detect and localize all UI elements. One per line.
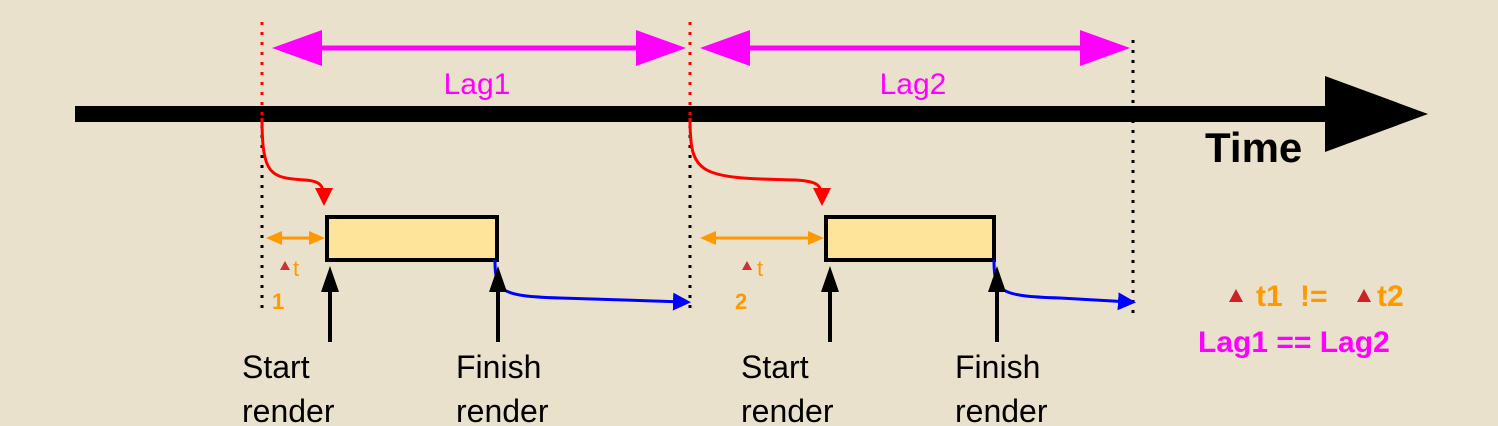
start-render-label-2: render bbox=[242, 393, 335, 426]
time-axis: Time bbox=[75, 76, 1428, 171]
delta-t1-label: t bbox=[293, 256, 299, 281]
delta-icon bbox=[280, 261, 290, 270]
lag2-arrow: Lag2 bbox=[700, 30, 1130, 101]
request-arrow bbox=[260, 117, 333, 206]
conclusion: t1 != t2 Lag1 == Lag2 bbox=[1198, 280, 1404, 359]
request-arrow bbox=[688, 117, 831, 206]
finish-render-label: Finish bbox=[456, 349, 541, 385]
delta-t2-subscript: 2 bbox=[735, 289, 747, 314]
start-render-label-2: render bbox=[741, 393, 834, 426]
finish-render-arrow-icon bbox=[489, 266, 507, 292]
lag1-arrow: Lag1 bbox=[272, 30, 686, 101]
lag2-label: Lag2 bbox=[880, 68, 947, 101]
frame-2: t 2 Start render Finish render bbox=[688, 117, 1136, 426]
render-box bbox=[325, 215, 499, 262]
finish-render-label: Finish bbox=[955, 349, 1040, 385]
delta-t1-arrow bbox=[266, 231, 325, 245]
output-arrow bbox=[992, 259, 1136, 311]
start-render-arrow-icon bbox=[321, 266, 339, 292]
delta-icon bbox=[1229, 289, 1243, 302]
render-box bbox=[824, 215, 996, 262]
delta-t2-arrow bbox=[700, 231, 824, 245]
output-arrow bbox=[493, 259, 691, 311]
start-render-label: Start bbox=[741, 349, 809, 385]
delta-t2-text: t2 bbox=[1377, 280, 1404, 313]
finish-render-label-2: render bbox=[456, 393, 549, 426]
start-render-arrow-icon bbox=[821, 266, 839, 292]
delta-t1-subscript: 1 bbox=[272, 289, 284, 314]
frame-markers bbox=[260, 22, 1135, 315]
delta-t2-label: t bbox=[757, 256, 763, 281]
finish-render-label-2: render bbox=[955, 393, 1048, 426]
lag1-label: Lag1 bbox=[444, 68, 511, 101]
delta-icon bbox=[742, 261, 752, 270]
delta-icon bbox=[1357, 289, 1371, 302]
frame-1: t 1 Start render Finish render bbox=[242, 117, 691, 426]
finish-render-arrow-icon bbox=[988, 266, 1006, 292]
lag-equality-text: Lag1 == Lag2 bbox=[1198, 326, 1390, 359]
delta-t1-text: t1 bbox=[1256, 280, 1283, 313]
not-equal-text: != bbox=[1300, 280, 1328, 313]
time-arrowhead-icon bbox=[1325, 76, 1428, 152]
time-label: Time bbox=[1205, 124, 1302, 171]
start-render-label: Start bbox=[242, 349, 310, 385]
